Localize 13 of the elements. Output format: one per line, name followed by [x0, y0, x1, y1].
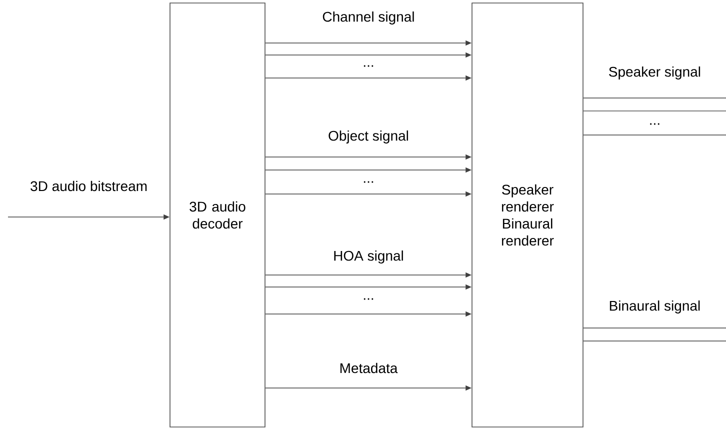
- edge-label: Object signal: [327, 129, 410, 145]
- block-box: Speaker renderer Binaural renderer: [472, 2, 584, 428]
- edge-label: ...: [362, 64, 376, 68]
- edge-label: 3D audio bitstream: [29, 180, 149, 192]
- edge-label: Binaural signal: [608, 299, 702, 315]
- edge-label: Channel signal: [321, 10, 416, 26]
- edge-label: Speaker signal: [607, 65, 702, 81]
- edge-label: ...: [362, 180, 376, 184]
- edge-label: Metadata: [338, 362, 399, 374]
- block-box: 3D audio decoder: [170, 2, 266, 428]
- edge-label: ...: [648, 122, 662, 126]
- edge-label: ...: [362, 297, 376, 301]
- edge-label: HOA signal: [332, 249, 405, 265]
